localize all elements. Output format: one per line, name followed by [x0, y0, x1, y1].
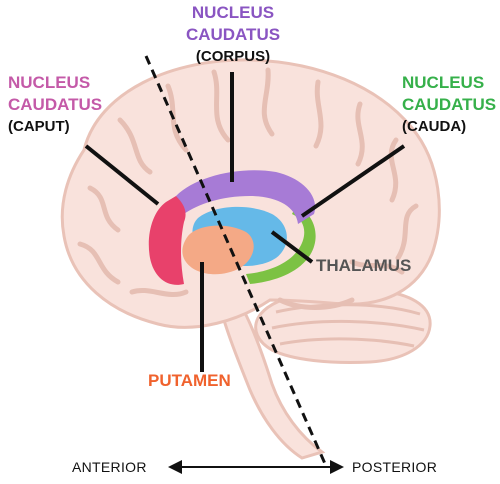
cauda-label-line3: (CAUDA) — [402, 116, 496, 138]
axis-arrow — [168, 460, 344, 474]
cauda-label-line1: NUCLEUS — [402, 72, 496, 94]
anterior-label: ANTERIOR — [72, 459, 147, 475]
putamen-label-text: PUTAMEN — [148, 370, 231, 392]
putamen-label: PUTAMEN — [148, 370, 231, 392]
thalamus-label-text: THALAMUS — [316, 255, 411, 277]
caput-label-line2: CAUDATUS — [8, 94, 102, 116]
corpus-label-line1: NUCLEUS — [178, 2, 288, 24]
corpus-label: NUCLEUS CAUDATUS (CORPUS) — [178, 2, 288, 68]
arrowhead-right-icon — [330, 460, 344, 474]
cauda-label-line2: CAUDATUS — [402, 94, 496, 116]
posterior-label: POSTERIOR — [352, 459, 437, 475]
caput-label: NUCLEUS CAUDATUS (CAPUT) — [8, 72, 102, 138]
cauda-label: NUCLEUS CAUDATUS (CAUDA) — [402, 72, 496, 138]
caput-label-line1: NUCLEUS — [8, 72, 102, 94]
corpus-label-line2: CAUDATUS — [178, 24, 288, 46]
arrowhead-left-icon — [168, 460, 182, 474]
thalamus-label: THALAMUS — [316, 255, 411, 277]
corpus-label-line3: (CORPUS) — [178, 46, 288, 68]
caput-label-line3: (CAPUT) — [8, 116, 102, 138]
